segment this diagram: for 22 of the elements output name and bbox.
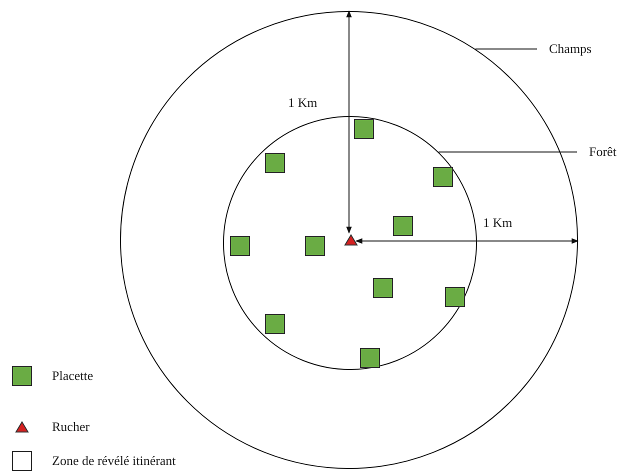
apiary-triangle (344, 234, 358, 246)
plot-square (265, 314, 285, 334)
plot-square (265, 153, 285, 173)
legend-label: Placette (52, 368, 94, 384)
plot-square (393, 216, 413, 236)
plot-square (354, 119, 374, 139)
inner-zone-circle (223, 116, 477, 370)
distance-arrow (346, 10, 352, 234)
plot-square (305, 236, 325, 256)
plot-square (433, 167, 453, 187)
edge-label: 1 Km (287, 96, 318, 109)
plot-square (445, 287, 465, 307)
edge-label: 1 Km (482, 216, 514, 229)
plot-square (360, 348, 380, 368)
leader-line (474, 48, 538, 50)
zone-label: Champs (549, 42, 592, 55)
plot-square (230, 236, 250, 256)
legend-label: Zone de révélé itinérant (52, 453, 176, 469)
zone-label: Forêt (589, 145, 616, 158)
plot-square (373, 278, 393, 298)
distance-arrow (355, 238, 579, 244)
legend-label: Rucher (52, 419, 90, 435)
